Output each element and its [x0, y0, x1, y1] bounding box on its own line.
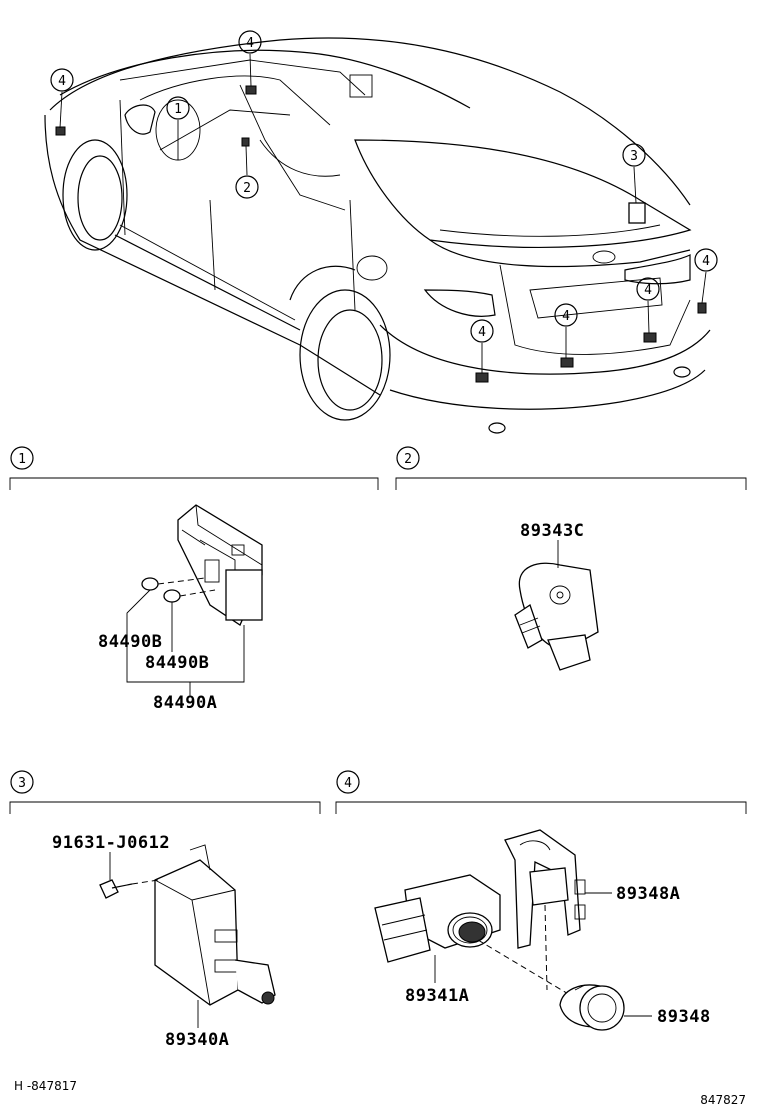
section-4-badge — [336, 770, 360, 794]
svg-text:4: 4 — [58, 74, 66, 89]
overview-callout-9: 4 — [470, 319, 494, 343]
overview-leaders — [59, 53, 707, 373]
overview-callout-1: 4 — [50, 68, 74, 92]
svg-text:4: 4 — [644, 283, 652, 298]
bolt-91631-j0612 — [99, 879, 159, 899]
section-3: 3 91631-J0612 89340A — [9, 770, 321, 1050]
overview-callout-2: 4 — [238, 30, 262, 54]
sensor-89343c-illustration — [514, 562, 599, 671]
svg-text:4: 4 — [702, 254, 710, 269]
svg-text:4: 4 — [478, 325, 486, 340]
part-number-89348: 89348 — [657, 1007, 711, 1027]
svg-text:3: 3 — [630, 149, 638, 164]
section-3-bracket — [9, 801, 321, 814]
part-number-89343c: 89343C — [520, 521, 584, 541]
car-overview-illustration — [44, 37, 711, 434]
section-2-bracket — [395, 477, 747, 490]
svg-text:1: 1 — [174, 102, 182, 117]
switch-module-illustration — [177, 504, 263, 626]
bezel-89348-illustration — [559, 984, 625, 1031]
part-number-89341a: 89341A — [405, 986, 469, 1006]
control-module-89340a-illustration — [154, 844, 276, 1006]
overview-callout-8: 4 — [554, 303, 578, 327]
overview-callout-3: 1 — [166, 96, 190, 120]
sensor-89341a-illustration — [374, 874, 501, 963]
section-4-number: 4 — [344, 776, 352, 791]
footer-left-code: H -847817 — [14, 1079, 77, 1093]
part-number-91631-j0612: 91631-J0612 — [52, 833, 170, 853]
section-3-number: 3 — [18, 776, 26, 791]
section-2-badge — [396, 446, 420, 470]
section-1-number: 1 — [18, 452, 26, 467]
section-1: 1 84490B 84490B 84490A — [9, 446, 379, 713]
overview-callout-4: 2 — [235, 175, 259, 199]
part-number-84490b-1: 84490B — [98, 632, 162, 652]
screw-84490b-1 — [141, 577, 206, 591]
svg-text:4: 4 — [562, 309, 570, 324]
overview-callout-6: 4 — [694, 248, 718, 272]
section-2: 2 89343C — [395, 446, 747, 671]
part-number-89340a: 89340A — [165, 1030, 229, 1050]
part-number-89348a: 89348A — [616, 884, 680, 904]
footer-right-code: 847827 — [700, 1093, 746, 1107]
section-3-badge — [10, 770, 34, 794]
section-4-bracket — [335, 801, 747, 814]
section-1-bracket — [9, 477, 379, 490]
svg-text:4: 4 — [246, 36, 254, 51]
section-2-number: 2 — [404, 452, 412, 467]
bracket-89348a-illustration — [504, 829, 586, 949]
section-1-badge — [10, 446, 34, 470]
svg-text:2: 2 — [243, 181, 251, 196]
part-number-84490a: 84490A — [153, 693, 217, 713]
section-4: 4 89348A 89341A — [335, 770, 747, 1031]
overview-callout-7: 4 — [636, 277, 660, 301]
part-number-84490b-2: 84490B — [145, 653, 209, 673]
overview-callout-5: 3 — [622, 143, 646, 167]
